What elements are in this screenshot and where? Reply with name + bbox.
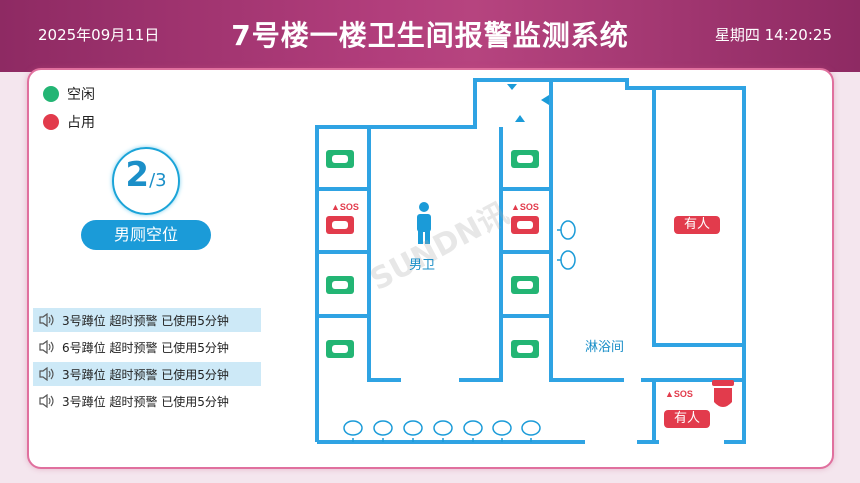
left-stall-wall (367, 127, 401, 382)
right-stall-dividers (501, 187, 551, 318)
sos-alarm-icon: ▲SOS (331, 202, 359, 212)
shower-inner-wall (652, 88, 744, 347)
legend-free: 空闲 (43, 84, 95, 104)
weekday-time: 星期四 14:20:25 (714, 26, 832, 44)
vacancy-label: 男厕空位 (81, 220, 211, 250)
legend-occupied: 占用 (43, 112, 95, 132)
speaker-icon (39, 367, 54, 381)
alert-item[interactable]: 3号蹲位 超时预警 已使用5分钟 (33, 362, 261, 386)
speaker-icon (39, 313, 54, 327)
alert-text: 6号蹲位 超时预警 已使用5分钟 (62, 340, 229, 355)
vacancy-total: /3 (149, 170, 167, 191)
alert-item[interactable]: 3号蹲位 超时预警 已使用5分钟 (33, 389, 261, 413)
alert-item[interactable]: 3号蹲位 超时预警 已使用5分钟 (33, 308, 261, 332)
urinal-icons (343, 220, 576, 442)
shower-room-label: 淋浴间 (585, 340, 625, 355)
legend-occupied-label: 占用 (67, 115, 95, 131)
alert-item[interactable]: 6号蹲位 超时预警 已使用5分钟 (33, 335, 261, 359)
alert-text: 3号蹲位 超时预警 已使用5分钟 (62, 394, 229, 409)
date-text: 2025年09月11日 (38, 26, 160, 44)
vacancy-counter: 2 /3 (112, 147, 180, 215)
left-stalls: ▲SOS (326, 150, 359, 358)
occupied-tag: 有人 (674, 216, 721, 234)
floor-plan: ▲SOS ▲SOS (315, 78, 746, 444)
sos-alarm-icon: ▲SOS (665, 389, 693, 399)
right-stall-wall (459, 127, 503, 382)
free-dot-icon (43, 86, 59, 102)
shower-wall (549, 80, 624, 382)
speaker-icon (39, 394, 54, 408)
alert-text: 3号蹲位 超时预警 已使用5分钟 (62, 313, 229, 328)
male-room-label: 男卫 (409, 258, 436, 273)
sos-alarm-icon: ▲SOS (511, 202, 539, 212)
vacancy-available: 2 (125, 155, 150, 195)
left-stall-dividers (317, 187, 369, 318)
right-stalls: ▲SOS (511, 150, 539, 358)
speaker-icon (39, 340, 54, 354)
legend-free-label: 空闲 (67, 87, 95, 103)
main-panel: 空闲 占用 2 /3 男厕空位 3号蹲位 超时预警 已使用5分钟 6号蹲位 超时… (27, 68, 834, 469)
header-bar: 2025年09月11日 7号楼一楼卫生间报警监测系统 星期四 14:20:25 (0, 0, 860, 72)
alert-text: 3号蹲位 超时预警 已使用5分钟 (62, 367, 229, 382)
sink-icons (507, 84, 549, 122)
occupied-tag: 有人 (664, 410, 711, 428)
toilet-occupied-icon (712, 380, 734, 407)
right-stall-wall-2 (549, 127, 584, 382)
occupied-dot-icon (43, 114, 59, 130)
alert-list: 3号蹲位 超时预警 已使用5分钟 6号蹲位 超时预警 已使用5分钟 3号蹲位 超… (33, 308, 261, 416)
page-title: 7号楼一楼卫生间报警监测系统 (231, 19, 629, 52)
man-icon (417, 202, 431, 244)
